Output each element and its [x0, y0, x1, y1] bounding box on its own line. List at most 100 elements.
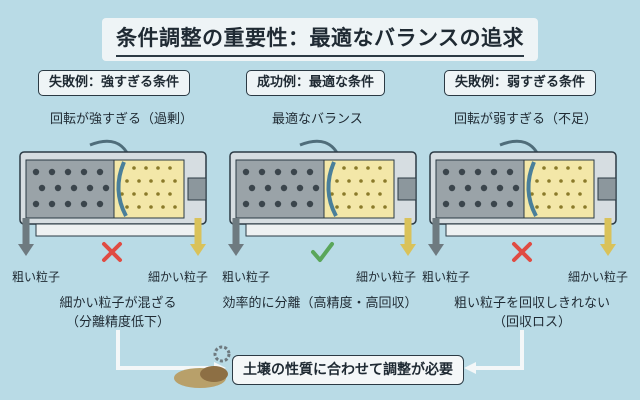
panel-1-coarse-particle — [64, 200, 72, 208]
panel-1-fine-particle — [156, 166, 160, 170]
panel-1-fine-particle — [149, 205, 153, 209]
panel-1-coarse-particle — [32, 200, 40, 208]
panel-2-coarse-particle — [306, 200, 314, 208]
bottom-note: 土壌の性質に合わせて調整が必要 — [232, 355, 464, 385]
panel-2-fine-particle — [371, 179, 375, 183]
panel-2-coarse-particle — [248, 184, 256, 192]
panel-1-tag: 失敗例：強すぎる条件 — [38, 70, 191, 96]
panel-2-fine-particle — [359, 179, 363, 183]
panel-2-left-label: 粗い粒子 — [222, 270, 271, 284]
panel-1-coarse-particle — [102, 184, 110, 192]
panel-3-coarse-particle — [480, 184, 488, 192]
panel-1-fine-particle — [132, 192, 136, 196]
panel-3-result-2: （回収ロス） — [492, 315, 571, 330]
panel-1-fine-particle — [168, 192, 172, 196]
panel-1-right-label: 細かい粒子 — [148, 270, 209, 284]
panel-1-fine-particle — [161, 179, 165, 183]
right-connector-arrowhead — [464, 362, 476, 374]
panel-2-fine-particle — [342, 192, 346, 196]
panel-3-coarse-particle — [506, 168, 514, 176]
panel-1-fine-outlet-head — [190, 244, 206, 256]
panel-1-fine-particle — [125, 205, 129, 209]
panel-1-fine-particle — [125, 179, 129, 183]
panel-3-fine-particle — [578, 166, 582, 170]
panel-2-fine-particle — [347, 179, 351, 183]
panel-3-fine-particle — [583, 205, 587, 209]
panel-1-motor — [187, 177, 207, 201]
panel-1-coarse-outlet-head — [18, 244, 34, 256]
panel-2-coarse-particle — [242, 200, 250, 208]
panel-2-coarse-particle — [264, 184, 272, 192]
panel-3-coarse-particle — [506, 200, 514, 208]
panel-1-fine-zone — [113, 159, 185, 219]
panel-1-coarse-particle — [64, 168, 72, 176]
panel-2-fine-particle — [378, 192, 382, 196]
panel-3-cross-icon — [512, 242, 532, 262]
panel-2-coarse-particle — [312, 184, 320, 192]
panel-3-coarse-particle — [474, 168, 482, 176]
panel-3-coarse-particle — [458, 168, 466, 176]
panel-3-fine-particle — [554, 166, 558, 170]
panel-2-coarse-particle — [242, 168, 250, 176]
panel-3-coarse-particle — [490, 200, 498, 208]
panel-3-fine-particle — [547, 179, 551, 183]
panel-2-tag: 成功例：最適な条件 — [246, 70, 386, 96]
panel-3-coarse-particle — [448, 184, 456, 192]
panel-3-fine-particle — [530, 192, 534, 196]
panel-3-subtitle: 回転が弱すぎる（不足） — [454, 112, 598, 127]
panel-3-coarse-particle — [458, 200, 466, 208]
panel-1-fine-particle — [173, 205, 177, 209]
panel-1-coarse-particle — [86, 184, 94, 192]
panel-3-coarse-outlet-head — [428, 244, 444, 256]
panel-1-cross-icon — [102, 242, 122, 262]
panel-1-coarse-particle — [96, 168, 104, 176]
panel-2-separator-vane — [326, 161, 338, 217]
panel-1-coarse-particle — [80, 168, 88, 176]
panel-2-check-icon — [311, 242, 334, 262]
panel-1-coarse-particle — [48, 200, 56, 208]
panel-2-fine-particle — [342, 166, 346, 170]
panel-3-left-label: 粗い粒子 — [422, 270, 471, 284]
panel-2-fine-outlet-head — [400, 244, 416, 256]
panel-3-fine-particle — [566, 166, 570, 170]
panel-2-coarse-particle — [306, 168, 314, 176]
panel-1-fine-particle — [161, 205, 165, 209]
panel-3-fine-particle — [583, 179, 587, 183]
panel-1-fine-particle — [149, 179, 153, 183]
panel-3-fine-particle — [559, 179, 563, 183]
panel-3-coarse-particle — [474, 200, 482, 208]
panel-3-motor — [597, 177, 617, 201]
panel-1-coarse-particle — [70, 184, 78, 192]
panel-2-fine-particle — [366, 192, 370, 196]
panel-3-fine-particle — [571, 179, 575, 183]
panel-2-fine-particle — [335, 205, 339, 209]
panel-1-fine-particle — [144, 192, 148, 196]
page-title: 条件調整の重要性：最適なバランスの追求 — [101, 18, 539, 61]
panel-3-coarse-particle — [512, 184, 520, 192]
right-connector-arrow — [472, 330, 524, 370]
panel-3-fine-particle — [559, 205, 563, 209]
panel-3-fine-particle — [542, 192, 546, 196]
panel-2-fine-particle — [330, 192, 334, 196]
panel-2-coarse-particle — [274, 200, 282, 208]
panel-3-result-1: 粗い粒子を回収しきれない — [453, 296, 610, 311]
panel-2-fine-zone — [323, 159, 395, 219]
panel-3-fine-particle — [547, 205, 551, 209]
panel-2-fine-particle — [359, 205, 363, 209]
panel-2-coarse-particle — [296, 184, 304, 192]
panel-2-result-1: 効率的に分離（高精度・高回収） — [222, 296, 418, 311]
panel-1-fine-particle — [137, 205, 141, 209]
panel-3-coarse-particle — [442, 200, 450, 208]
panel-1-fine-particle — [156, 192, 160, 196]
panel-2-fine-particle — [335, 179, 339, 183]
panel-1-base — [35, 223, 197, 237]
panel-1-result-1: 細かい粒子が混ざる — [59, 296, 177, 311]
panel-1-fine-particle — [120, 192, 124, 196]
panel-3-fine-particle — [535, 179, 539, 183]
panel-2-coarse-particle — [258, 200, 266, 208]
panel-2-coarse-particle — [274, 168, 282, 176]
panel-1-fine-particle — [173, 179, 177, 183]
panel-1-coarse-particle — [54, 184, 62, 192]
panel-3-separator-vane — [526, 161, 538, 217]
